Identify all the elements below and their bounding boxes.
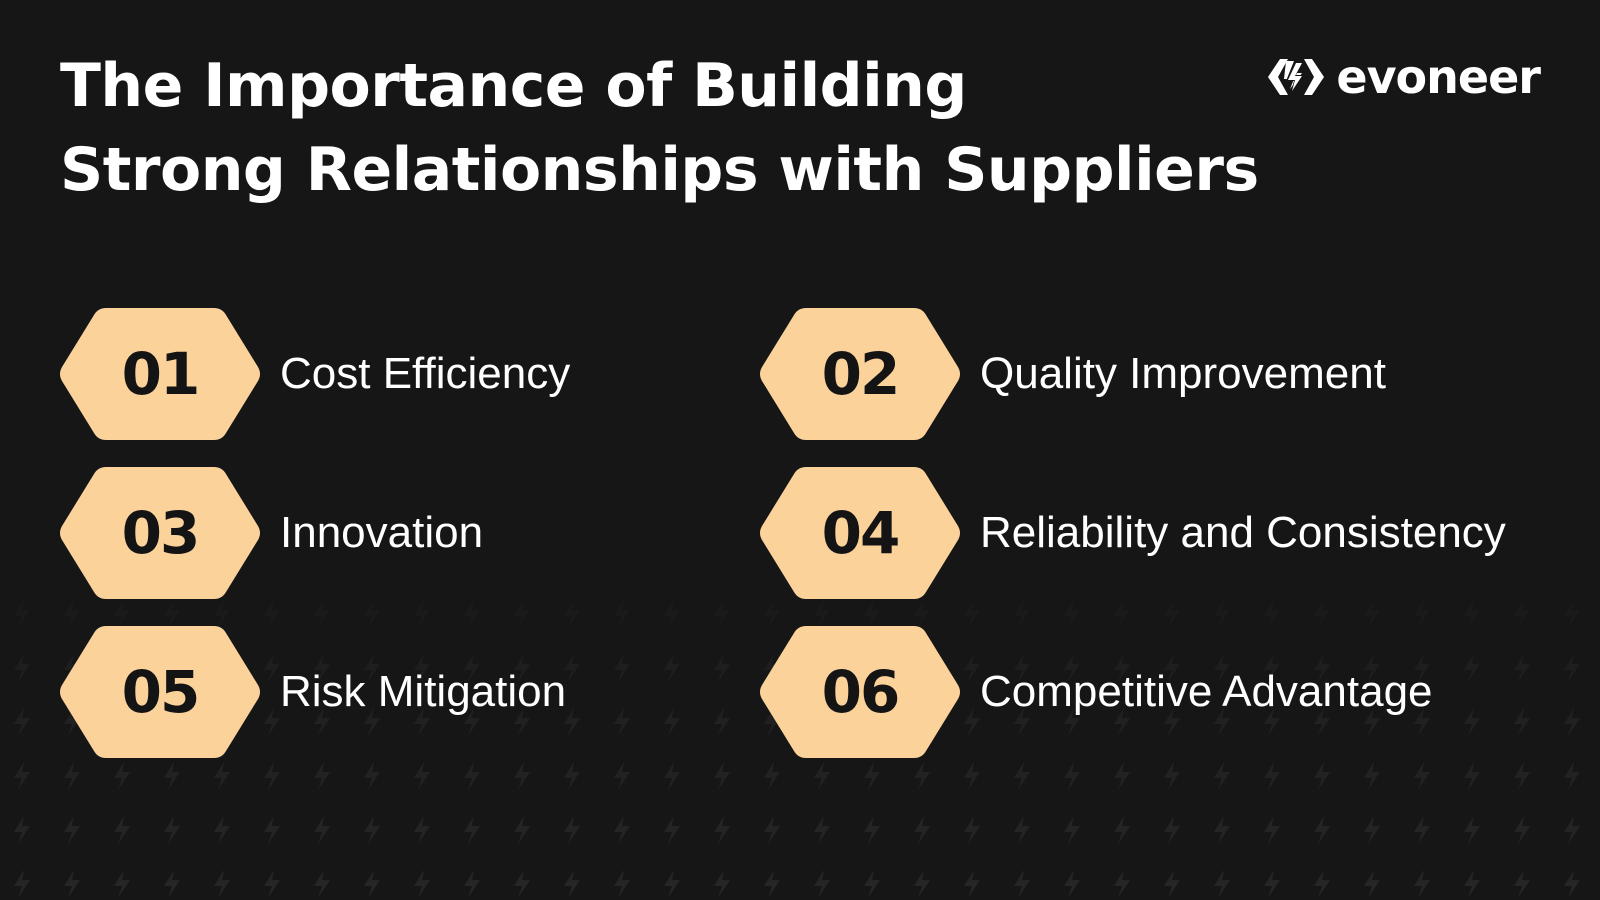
item-label: Risk Mitigation [280, 667, 567, 716]
item-number: 04 [821, 499, 901, 567]
item-label: Innovation [280, 508, 484, 557]
hexagon-badge: 02 [760, 308, 960, 440]
hexagon-badge: 03 [60, 467, 260, 599]
item-number: 05 [121, 658, 201, 726]
page-title-line-2: Strong Relationships with Suppliers [60, 135, 1259, 205]
item-number: 02 [821, 340, 901, 408]
hexagon-badge: 04 [760, 467, 960, 599]
items-grid: 01 Cost Efficiency 02 Quality Improvemen… [60, 308, 1550, 758]
list-item: 06 Competitive Advantage [760, 626, 1550, 758]
item-number: 06 [821, 658, 901, 726]
item-number: 01 [121, 340, 201, 408]
list-item: 01 Cost Efficiency [60, 308, 760, 440]
list-item: 04 Reliability and Consistency [760, 467, 1550, 599]
item-label: Competitive Advantage [980, 667, 1433, 716]
hexagon-shape [60, 467, 260, 599]
hexagon-badge: 05 [60, 626, 260, 758]
list-item: 03 Innovation [60, 467, 760, 599]
hexagon-shape [760, 626, 960, 758]
hexagon-shape [760, 467, 960, 599]
hexagon-badge: 06 [760, 626, 960, 758]
brand-name: evoneer [1336, 50, 1541, 104]
page-title: The Importance of Building Strong Relati… [60, 44, 1280, 212]
item-label: Reliability and Consistency [980, 508, 1506, 557]
hexagon-shape [60, 308, 260, 440]
list-item: 02 Quality Improvement [760, 308, 1550, 440]
item-number: 03 [121, 499, 201, 567]
brand-logo: evoneer [1266, 50, 1541, 104]
hexagon-shape [60, 626, 260, 758]
page-title-line-1: The Importance of Building [60, 51, 967, 121]
item-label: Cost Efficiency [280, 349, 571, 398]
hexagon-badge: 01 [60, 308, 260, 440]
list-item: 05 Risk Mitigation [60, 626, 760, 758]
item-label: Quality Improvement [980, 349, 1386, 398]
hexagon-shape [760, 308, 960, 440]
bolt-logo-icon [1268, 59, 1325, 95]
